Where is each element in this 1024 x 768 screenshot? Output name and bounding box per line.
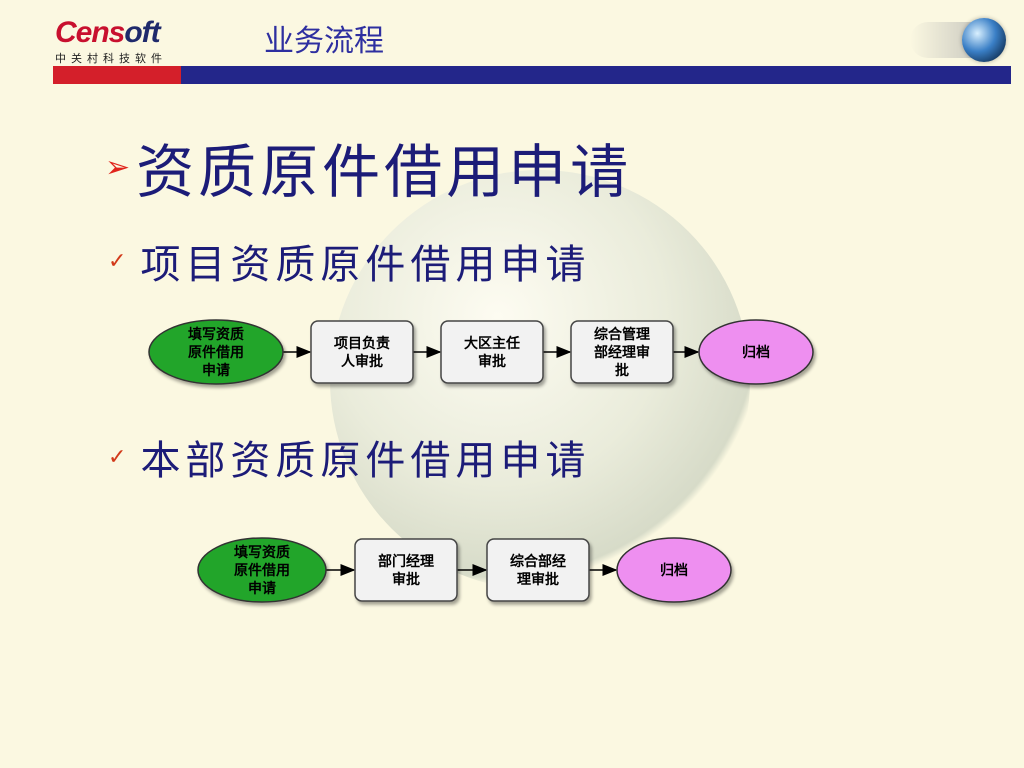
flow-node-shape — [197, 537, 327, 603]
checkmark-icon: ✓ — [108, 248, 127, 274]
globe-icon — [962, 18, 1006, 62]
page-title: 业务流程 — [264, 24, 384, 59]
flow-node-label: 审批 — [392, 571, 420, 588]
flow-node-shape — [148, 319, 284, 385]
checkmark-icon: ✓ — [108, 444, 127, 470]
section-heading-2: ✓ 本部资质原件借用申请 — [108, 428, 590, 486]
flow-node-shape — [310, 320, 414, 384]
main-heading: ➢ 资质原件借用申请 — [105, 125, 632, 209]
flow-node-shape — [616, 537, 732, 603]
flow-node-label: 部门经理 — [378, 553, 434, 570]
header-bar-blue — [181, 66, 1011, 84]
flow-node-label: 综合部经 — [510, 553, 566, 570]
arrow-bullet-icon: ➢ — [105, 149, 131, 185]
section-heading-text: 项目资质原件借用申请 — [140, 242, 591, 288]
header-bar-red — [53, 66, 181, 84]
flow-node-shape — [440, 320, 544, 384]
flow-node-label: 大区主任 — [464, 335, 520, 352]
section-heading-1: ✓ 项目资质原件借用申请 — [108, 232, 590, 290]
flow-node-label: 部经理审 — [594, 344, 650, 361]
flow-node-label: 填写资质 — [234, 544, 290, 561]
flow-node-label: 项目负责 — [334, 335, 390, 352]
flow-node-label: 填写资质 — [188, 326, 244, 343]
logo-subtitle: 中关村科技软件 — [55, 52, 167, 65]
flow-node-label: 原件借用 — [188, 344, 244, 361]
main-heading-text: 资质原件借用申请 — [136, 138, 633, 206]
flow-node-label: 理审批 — [517, 571, 559, 588]
flow-node-shape — [698, 319, 814, 385]
flow-node-label: 归档 — [742, 344, 770, 361]
censoft-logo: Censoft 中关村科技软件 — [55, 18, 167, 66]
flow-node-shape — [354, 538, 458, 602]
flow-node-label: 归档 — [660, 562, 688, 579]
flow-node-label: 审批 — [478, 353, 506, 370]
flow-node-label: 综合管理 — [594, 326, 650, 343]
flow-node-shape — [570, 320, 674, 384]
flow-node-shape — [486, 538, 590, 602]
flow-node-terminal: 归档 — [616, 537, 732, 603]
flow-node-label: 原件借用 — [234, 562, 290, 579]
section-heading-text: 本部资质原件借用申请 — [140, 438, 591, 484]
logo-wordmark: Censoft — [55, 16, 161, 49]
flow-node-terminal: 归档 — [698, 319, 814, 385]
flow-node-label: 申请 — [202, 362, 230, 379]
flow-node-label: 申请 — [248, 580, 276, 597]
flow-node-label: 批 — [615, 362, 629, 379]
flow-node-label: 人审批 — [341, 353, 383, 370]
